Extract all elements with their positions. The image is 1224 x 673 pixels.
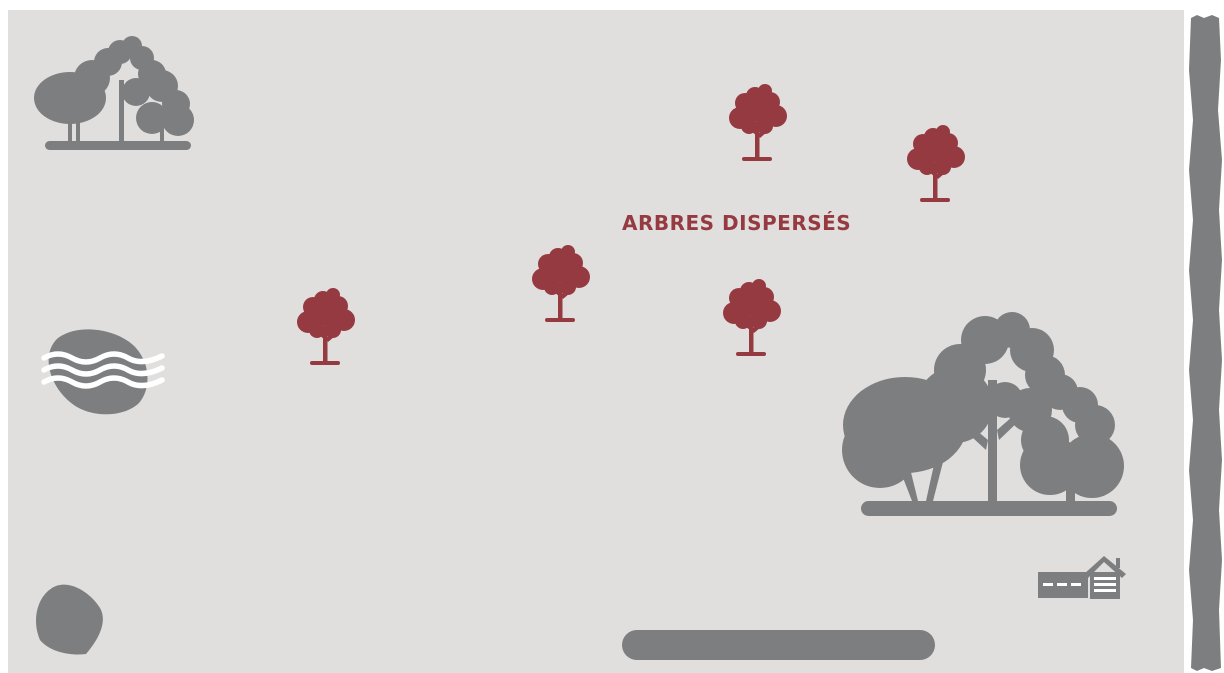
scattered-tree-icon: [532, 245, 590, 322]
scattered-tree-icon: [729, 84, 787, 161]
scattered-tree-icon: [723, 279, 781, 356]
forest-icon-large: [842, 312, 1124, 516]
rock-icon: [36, 584, 103, 655]
road-icon: [622, 630, 935, 660]
forest-icon-small: [34, 36, 194, 150]
scattered-tree-icon: [297, 288, 355, 365]
scattered-tree-icon: [907, 125, 965, 202]
scattered-trees-label: ARBRES DISPERSÉS: [622, 211, 852, 235]
hedge-edge-icon: [1189, 15, 1222, 671]
water-pond-icon: [41, 329, 165, 415]
farm-building-icon: [1038, 556, 1126, 599]
